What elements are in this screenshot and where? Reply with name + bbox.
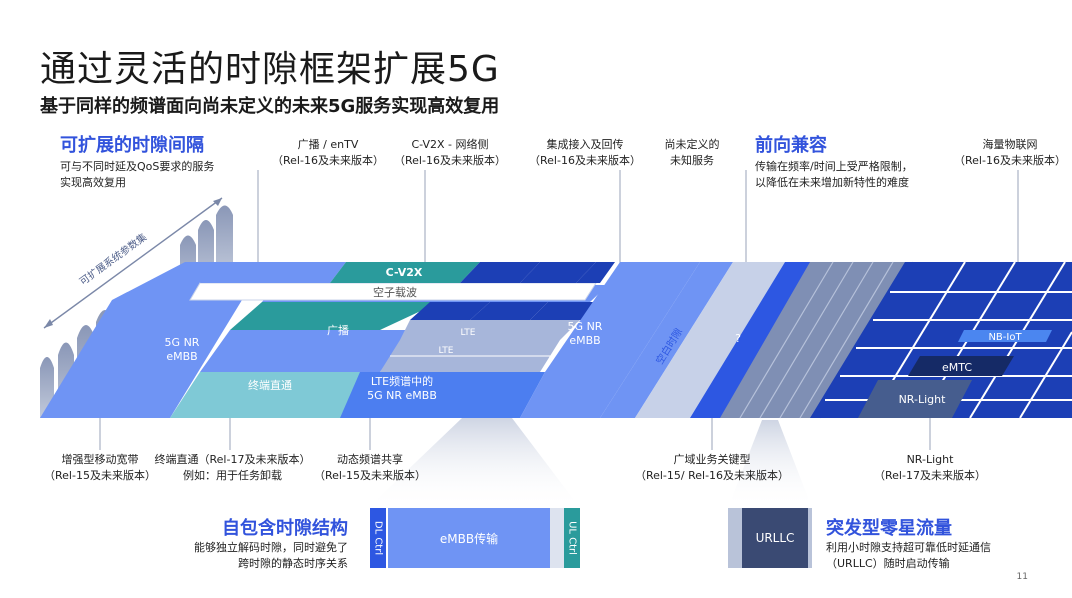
arrow-head-right-icon bbox=[213, 198, 222, 206]
urllc-segment: URLLC bbox=[742, 508, 808, 568]
ul-ctrl-segment: UL Ctrl bbox=[564, 508, 580, 568]
bursty-line2: （URLLC）随时启动传输 bbox=[826, 557, 950, 570]
embb-data-text: eMBB传输 bbox=[439, 531, 499, 546]
dl-ctrl-text: DL Ctrl bbox=[372, 520, 384, 556]
urllc-slot: URLLC bbox=[728, 508, 812, 568]
bursty-heading: 突发型零星流量 bbox=[826, 518, 952, 539]
nr-embb-mid-text-1: 5G NR bbox=[568, 320, 603, 333]
minislot-zoom-projection bbox=[728, 420, 812, 508]
nr-embb-mid-text-2: eMBB bbox=[569, 334, 600, 347]
self-contained-heading: 自包含时隙结构 bbox=[222, 518, 348, 539]
dss-block bbox=[340, 372, 545, 418]
mission-critical-bottom-label: 广域业务关键型 （Rel-15/ Rel-16及未来版本） bbox=[632, 452, 792, 484]
nrlight-text: NR-Light bbox=[899, 393, 947, 406]
mission-critical-bottom-label-line1: 广域业务关键型 bbox=[673, 453, 751, 466]
scalable-slot-heading: 可扩展的时隙间隔 bbox=[60, 135, 204, 156]
page-number: 11 bbox=[1016, 572, 1028, 582]
empty-carrier-text: 空子载波 bbox=[373, 285, 417, 299]
dl-ctrl-segment: DL Ctrl bbox=[370, 508, 386, 568]
dss-bottom-label: 动态频谱共享 （Rel-15及未来版本） bbox=[308, 452, 432, 484]
iab-top-label-line2: （Rel-16及未来版本） bbox=[529, 154, 641, 167]
forward-compat-line1: 传输在频率/时间上受严格限制， bbox=[755, 160, 913, 173]
scalable-slot-line2: 实现高效复用 bbox=[60, 176, 126, 189]
lte-lower-text: LTE bbox=[439, 346, 454, 356]
embb-bottom-label: 增强型移动宽带 （Rel-15及未来版本） bbox=[40, 452, 160, 484]
nbiot-text: NB-IoT bbox=[988, 332, 1022, 343]
embb-bottom-label-line1: 增强型移动宽带 bbox=[61, 453, 139, 466]
emtc-block bbox=[908, 356, 1014, 376]
d2d-text: 终端直通 bbox=[248, 378, 292, 392]
cv2x-top-label-line2: （Rel-16及未来版本） bbox=[394, 154, 506, 167]
scalable-slot-callout: 可扩展的时隙间隔 可与不同时延及QoS要求的服务 实现高效复用 bbox=[60, 131, 214, 191]
emtc-text: eMTC bbox=[942, 361, 972, 374]
iab-top-label: 集成接入及回传 （Rel-16及未来版本） bbox=[525, 137, 645, 169]
broadcast-block bbox=[230, 302, 440, 330]
cv2x-block bbox=[330, 262, 480, 283]
nr-embb-left-block bbox=[40, 300, 242, 418]
self-contained-line2: 跨时隙的静态时序关系 bbox=[238, 557, 348, 570]
d2d-bottom-label-line1: 终端直通（Rel-17及未来版本） bbox=[154, 453, 311, 466]
forward-compat-line2: 以降低在未来增加新特性的难度 bbox=[755, 176, 909, 189]
d2d-bottom-label-line2: 例如：用于任务卸载 bbox=[183, 469, 282, 482]
mission-critical-block bbox=[720, 262, 930, 418]
iot-grid-block bbox=[810, 262, 1072, 418]
iab-top-label-line1: 集成接入及回传 bbox=[546, 138, 624, 151]
blank-slot-block bbox=[635, 262, 785, 418]
forward-compat-heading: 前向兼容 bbox=[755, 135, 827, 156]
urllc-text: URLLC bbox=[755, 531, 795, 545]
nrlight-bottom-label-line1: NR-Light bbox=[906, 453, 954, 466]
nbiot-block bbox=[958, 330, 1052, 342]
nr-embb-left-text-2: eMBB bbox=[166, 350, 197, 363]
nrlight-bottom-label-line2: （Rel-17及未来版本） bbox=[874, 469, 986, 482]
forward-compat-callout: 前向兼容 传输在频率/时间上受严格限制， 以降低在未来增加新特性的难度 bbox=[755, 131, 913, 191]
broadcast-top-label-line1: 广播 / enTV bbox=[297, 138, 359, 151]
unknown-text: ? bbox=[735, 332, 741, 345]
broadcast-top-label: 广播 / enTV （Rel-16及未来版本） bbox=[268, 137, 388, 169]
arrow-head-left-icon bbox=[44, 319, 53, 328]
slot-zoom-projection bbox=[368, 418, 580, 508]
bursty-line1: 利用小时隙支持超可靠低时延通信 bbox=[826, 541, 991, 554]
page-title: 通过灵活的时隙框架扩展5G bbox=[40, 49, 500, 90]
cv2x-text: C-V2X bbox=[386, 266, 423, 279]
page-subtitle: 基于同样的频谱面向尚未定义的未来5G服务实现高效复用 bbox=[40, 96, 500, 117]
unknown-service-label-line2: 未知服务 bbox=[670, 154, 714, 167]
embb-data-segment: eMBB传输 bbox=[388, 508, 550, 568]
self-contained-callout: 自包含时隙结构 能够独立解码时隙，同时避免了 跨时隙的静态时序关系 bbox=[170, 514, 348, 572]
ul-ctrl-text: UL Ctrl bbox=[566, 521, 578, 555]
mission-critical-bottom-label-line2: （Rel-15/ Rel-16及未来版本） bbox=[634, 469, 790, 482]
nrlight-block bbox=[858, 380, 972, 418]
self-contained-line1: 能够独立解码时隙，同时避免了 bbox=[194, 541, 348, 554]
dss-bottom-label-line1: 动态频谱共享 bbox=[337, 453, 403, 466]
nr-embb-left-text-1: 5G NR bbox=[165, 336, 200, 349]
unknown-service-label-line1: 尚未定义的 bbox=[664, 138, 720, 151]
broadcast-text: 广播 bbox=[327, 323, 349, 337]
nrlight-bottom-label: NR-Light （Rel-17及未来版本） bbox=[868, 452, 992, 484]
nr-embb-mid-block bbox=[520, 262, 700, 418]
embb-bottom-label-line2: （Rel-15及未来版本） bbox=[44, 469, 156, 482]
unknown-service-label: 尚未定义的 未知服务 bbox=[652, 137, 732, 169]
iot-label-line2: （Rel-16及未来版本） bbox=[954, 154, 1066, 167]
iot-label-line1: 海量物联网 bbox=[982, 138, 1038, 151]
numerology-arrow bbox=[43, 197, 223, 329]
dss-text-1: LTE频谱中的 bbox=[371, 374, 433, 388]
lte-block-upper bbox=[400, 320, 580, 340]
cv2x-top-label-line1: C-V2X - 网络侧 bbox=[411, 138, 489, 151]
broadcast-top-label-line2: （Rel-16及未来版本） bbox=[272, 154, 384, 167]
self-contained-slot: DL Ctrl eMBB传输 UL Ctrl bbox=[370, 508, 580, 568]
lte-upper-text: LTE bbox=[461, 328, 476, 338]
iot-label: 海量物联网 （Rel-16及未来版本） bbox=[950, 137, 1070, 169]
dss-bottom-label-line2: （Rel-15及未来版本） bbox=[314, 469, 426, 482]
scalable-slot-line1: 可与不同时延及QoS要求的服务 bbox=[60, 160, 215, 173]
cv2x-top-label: C-V2X - 网络侧 （Rel-16及未来版本） bbox=[385, 137, 515, 169]
bursty-callout: 突发型零星流量 利用小时隙支持超可靠低时延通信 （URLLC）随时启动传输 bbox=[826, 514, 991, 572]
d2d-bottom-label: 终端直通（Rel-17及未来版本） 例如：用于任务卸载 bbox=[150, 452, 315, 484]
dss-text-2: 5G NR eMBB bbox=[367, 389, 437, 402]
